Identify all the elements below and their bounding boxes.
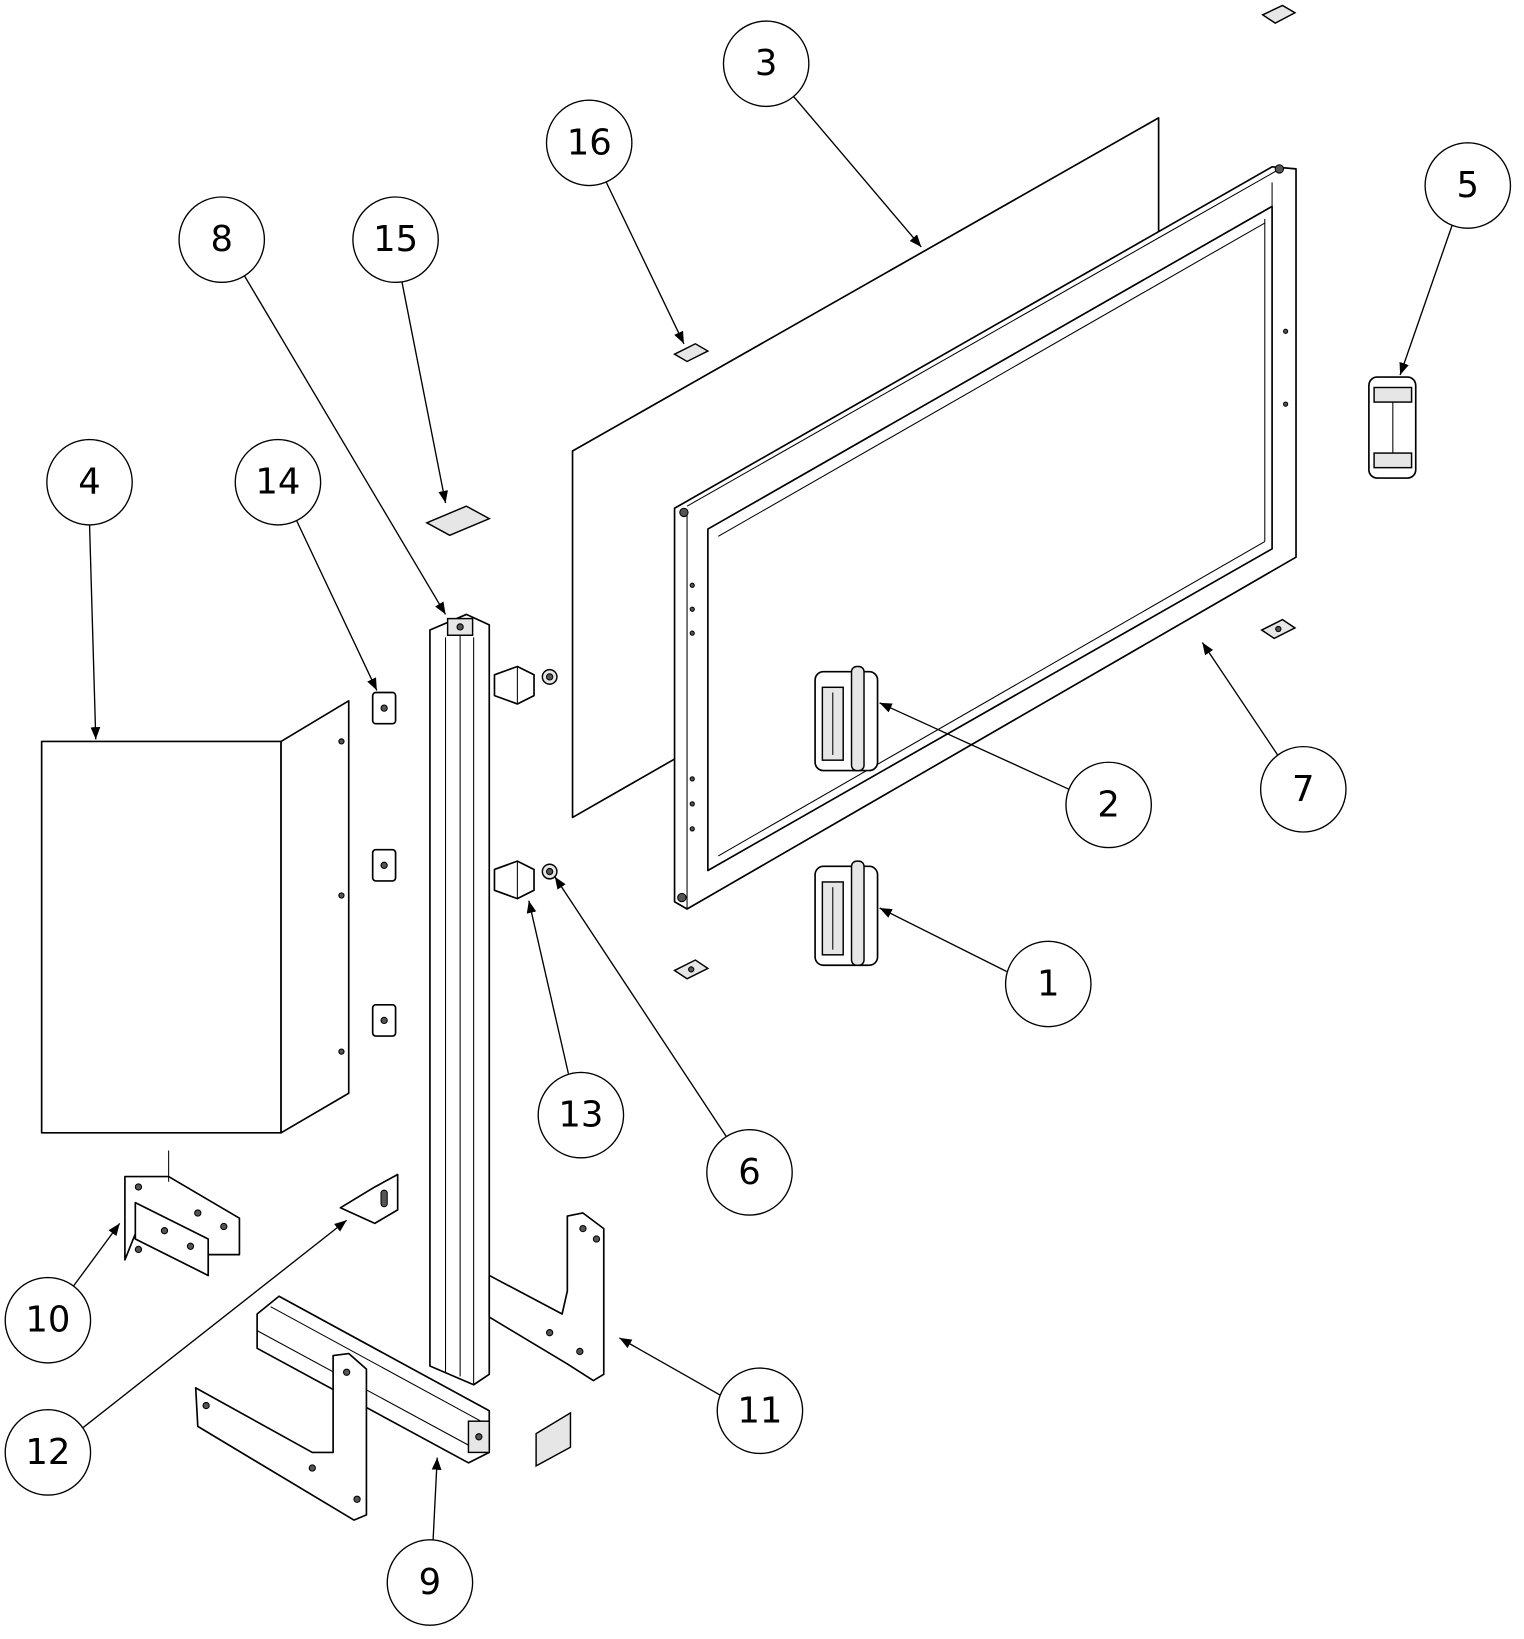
- balloon-label: 5: [1457, 165, 1480, 206]
- balloon-9: 9: [386, 1539, 474, 1626]
- bracket-part-13: [493, 665, 535, 900]
- balloon-2: 2: [1065, 761, 1153, 849]
- balloon-label: 15: [373, 219, 418, 260]
- balloon-label: 14: [255, 462, 300, 503]
- balloon-6: 6: [706, 1129, 793, 1216]
- balloon-11: 11: [716, 1367, 804, 1455]
- pad-part-16: [673, 4, 1297, 980]
- hinge-part-2: [814, 665, 879, 772]
- balloon-4: 4: [46, 438, 133, 526]
- balloon-10: 10: [4, 1276, 92, 1364]
- balloon-7: 7: [1259, 745, 1347, 833]
- handle-part-5: [1368, 376, 1417, 479]
- balloon-label: 6: [738, 1152, 761, 1193]
- t-nut-part-14: [371, 691, 397, 1037]
- balloon-3: 3: [722, 20, 810, 108]
- nut-part-6: [541, 668, 558, 880]
- balloon-label: 13: [558, 1095, 603, 1136]
- balloon-label: 16: [567, 122, 612, 163]
- hinge-part-1: [814, 860, 879, 967]
- balloon-label: 8: [210, 219, 233, 260]
- foot-bracket-part-11: [488, 1212, 605, 1382]
- vertical-profile-part-8: [429, 613, 491, 1386]
- pad-part-15: [425, 505, 491, 537]
- balloon-label: 11: [737, 1390, 782, 1431]
- plate-part-10: [124, 1150, 241, 1277]
- balloon-16: 16: [545, 99, 633, 187]
- balloon-label: 4: [78, 462, 101, 503]
- balloon-label: 3: [755, 43, 778, 84]
- balloon-8: 8: [178, 196, 266, 284]
- balloon-14: 14: [234, 438, 322, 526]
- balloon-15: 15: [352, 196, 439, 284]
- balloon-label: 7: [1292, 769, 1315, 810]
- angle-bracket-part-12: [339, 1173, 399, 1225]
- balloon-5: 5: [1424, 142, 1512, 229]
- balloon-13: 13: [537, 1071, 625, 1159]
- balloon-label: 1: [1037, 963, 1060, 1004]
- balloon-label: 2: [1097, 784, 1120, 825]
- balloon-label: 9: [419, 1562, 442, 1603]
- balloon-12: 12: [4, 1409, 92, 1496]
- balloon-label: 10: [25, 1300, 70, 1341]
- leader-lines: [72, 95, 1453, 1541]
- cover-panel-part-4: [40, 699, 350, 1134]
- balloon-label: 12: [25, 1432, 70, 1473]
- horizontal-profile-part-9: [194, 1295, 572, 1521]
- balloon-1: 1: [1004, 940, 1092, 1028]
